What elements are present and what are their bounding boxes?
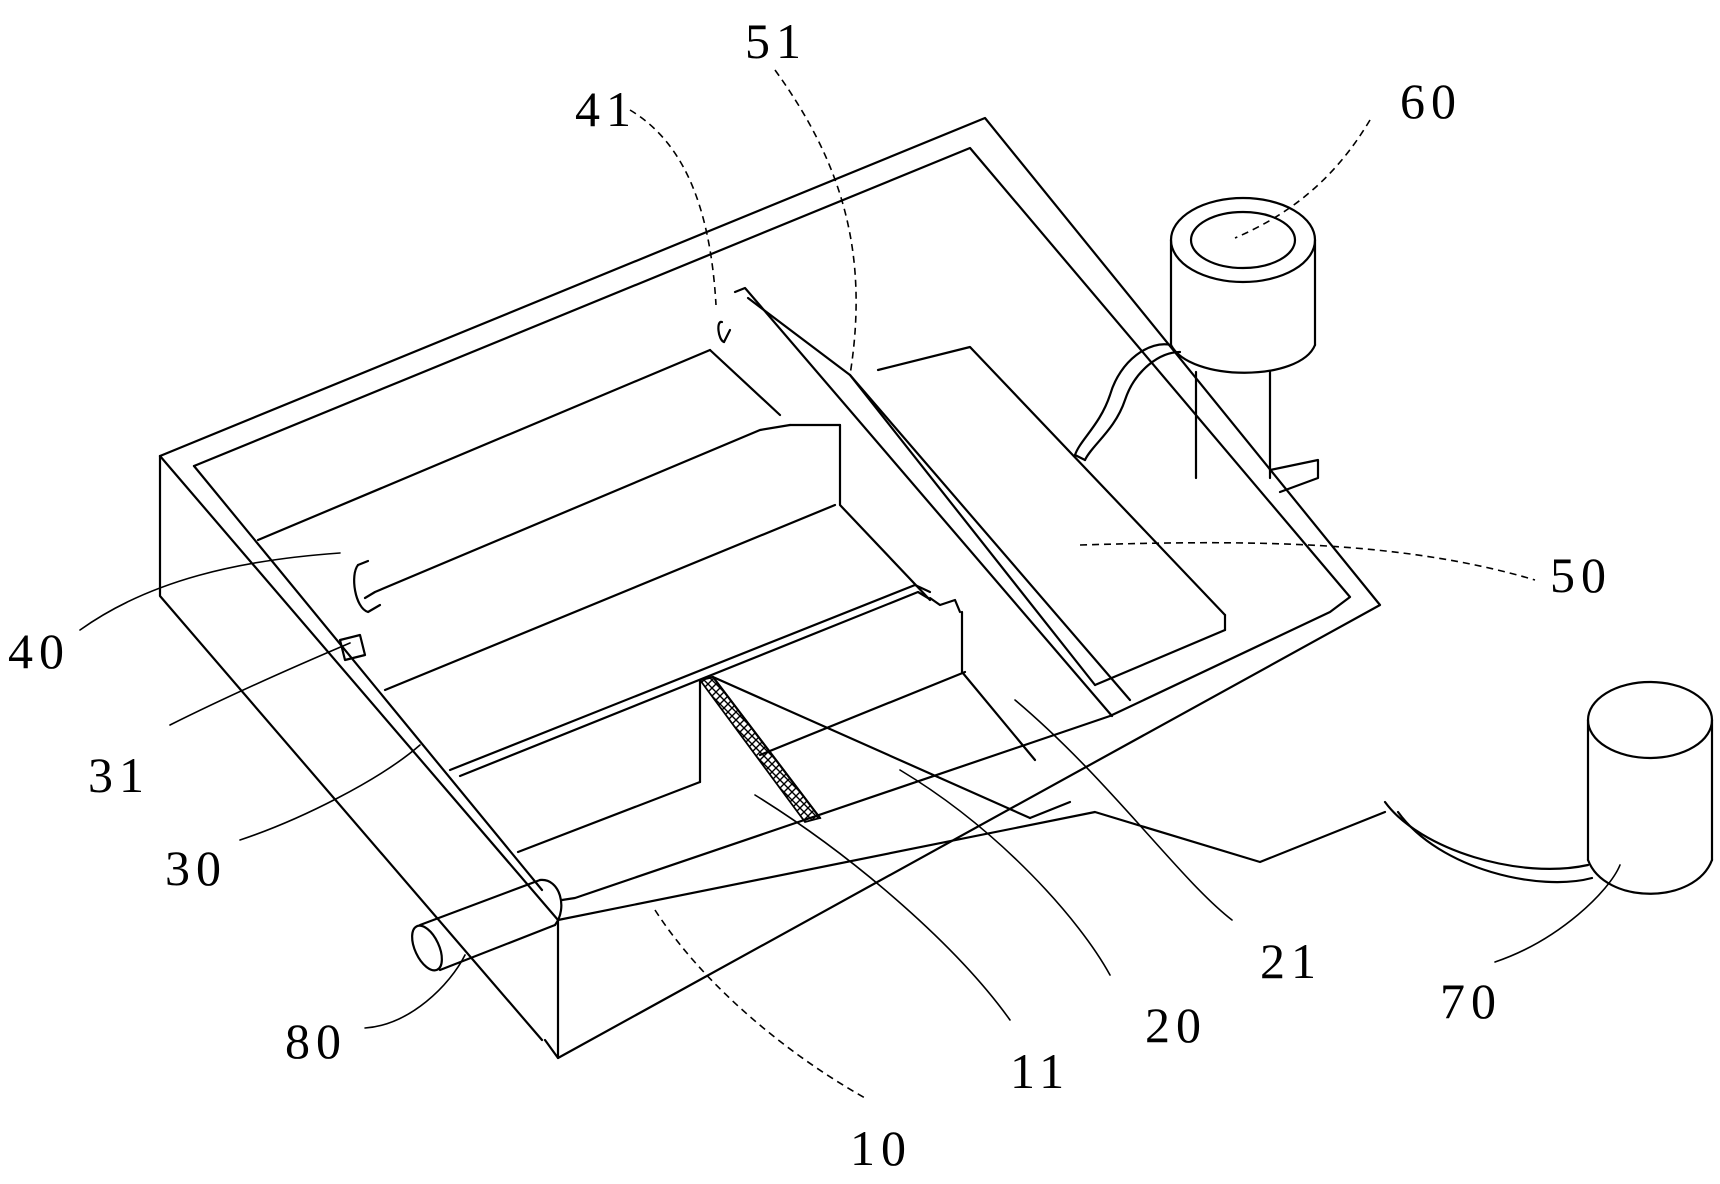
outlet-pipe — [411, 878, 563, 972]
overflow-slot — [338, 559, 382, 662]
label-20: 20 — [1145, 997, 1207, 1053]
tank-body — [158, 116, 1387, 1060]
label-10: 10 — [850, 1120, 912, 1176]
label-30: 30 — [165, 840, 227, 896]
leader-lines — [79, 69, 1621, 1099]
label-50: 50 — [1550, 547, 1612, 603]
label-70: 70 — [1440, 973, 1502, 1029]
compartments — [256, 286, 1227, 854]
label-40: 40 — [8, 623, 70, 679]
pump-70 — [1383, 680, 1714, 895]
label-21: 21 — [1260, 933, 1322, 989]
weir-41 — [717, 320, 732, 344]
mesh-filter — [698, 675, 822, 824]
label-31: 31 — [88, 747, 150, 803]
label-51: 51 — [745, 13, 807, 69]
reference-labels: 40 31 30 80 10 11 20 21 50 41 51 60 70 — [8, 13, 1612, 1176]
label-60: 60 — [1400, 73, 1462, 129]
label-41: 41 — [575, 81, 637, 137]
motor-60 — [1073, 196, 1320, 494]
label-11: 11 — [1010, 1043, 1070, 1099]
label-80: 80 — [285, 1013, 347, 1069]
